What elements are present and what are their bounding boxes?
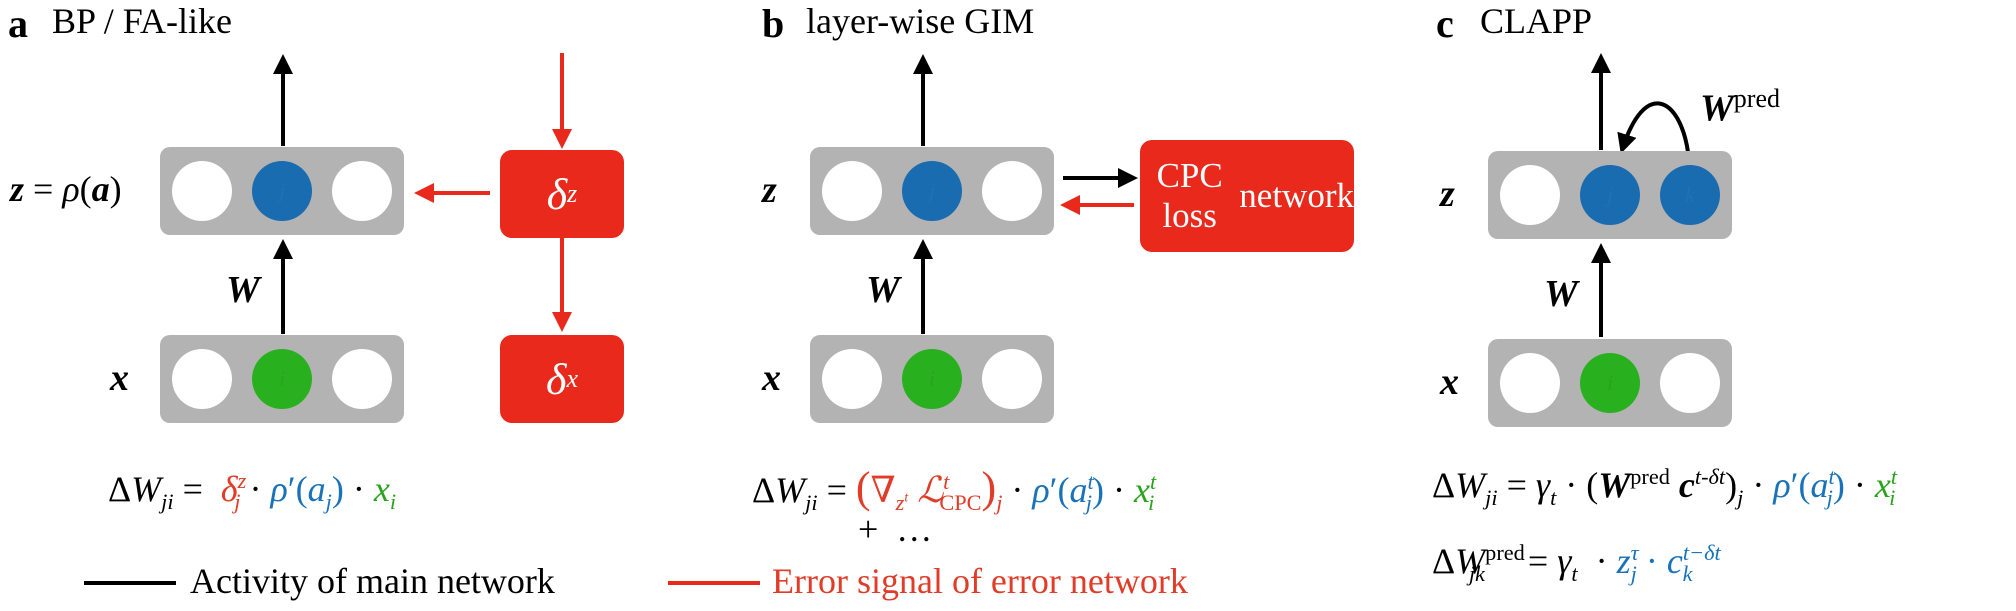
panel-b-title: layer-wise GIM [806,1,1035,41]
neuron-k: k [1660,165,1720,225]
delta-x-symbol: δ [546,354,567,404]
equation-b: ΔWji = (∇zt ℒtCPC)j · ρ′(atj) · xti [752,463,1157,516]
neuron [332,349,392,409]
neuron-i: i [252,349,312,409]
panel-b-layer-x: i [810,335,1054,423]
panel-a-label: a [8,1,28,46]
panel-a-w-label: W [226,269,260,311]
panel-c-layer-z: j k [1488,151,1732,239]
neuron [332,161,392,221]
neuron [1500,165,1560,225]
panel-a-layer-z: j [160,147,404,235]
legend-black-label: Activity of main network [190,561,555,601]
panel-c-x-label: x [1440,361,1459,403]
panel-c-title: CLAPP [1480,1,1593,41]
neuron-i: i [902,349,962,409]
equation-a: ΔWji = δzj · ρ′(aj) · xi [108,468,397,515]
neuron [1660,353,1720,413]
neuron [172,161,232,221]
panel-b-z-label: z [762,169,777,211]
panel-a-layer-x: i [160,335,404,423]
neuron [982,161,1042,221]
panel-c-w-label: W [1544,273,1578,315]
neuron [1500,353,1560,413]
wpred-label: Wpred [1700,84,1780,131]
neuron [822,161,882,221]
wpred-sup: pred [1733,84,1780,113]
panel-c-label: c [1436,1,1454,46]
equation-c1: ΔWji = γt · (Wpred ct-δt)j · ρ′(atj) · x… [1432,464,1898,511]
panel-b-x-label: x [762,357,781,399]
panel-c-z-label: z [1440,173,1455,215]
neuron-j: j [902,161,962,221]
panel-b-layer-z: j [810,147,1054,235]
panel-a-title: BP / FA-like [52,1,233,41]
delta-z-sup: z [567,179,578,208]
delta-z-symbol: δ [546,169,568,219]
neuron-i: i [1580,353,1640,413]
panel-c-layer-x: i [1488,339,1732,427]
neuron-j: j [1580,165,1640,225]
neuron [982,349,1042,409]
legend-red-label: Error signal of error network [772,561,1188,601]
panel-b-label: b [762,1,785,46]
panel-a-z-label: z = ρ(a) [10,169,122,209]
wpred-symbol: W [1700,87,1734,130]
equation-b-continuation: + … [858,509,933,549]
equation-c2: ΔWpredjk = γt · zτj · ct−δtk [1432,540,1721,587]
neuron-j: j [252,161,312,221]
panel-a-x-label: x [110,357,129,399]
neuron [172,349,232,409]
neuron [822,349,882,409]
delta-x-sup: x [566,364,578,393]
panel-b-w-label: W [866,269,900,311]
arrow-c-wpred-loop [1617,101,1690,154]
